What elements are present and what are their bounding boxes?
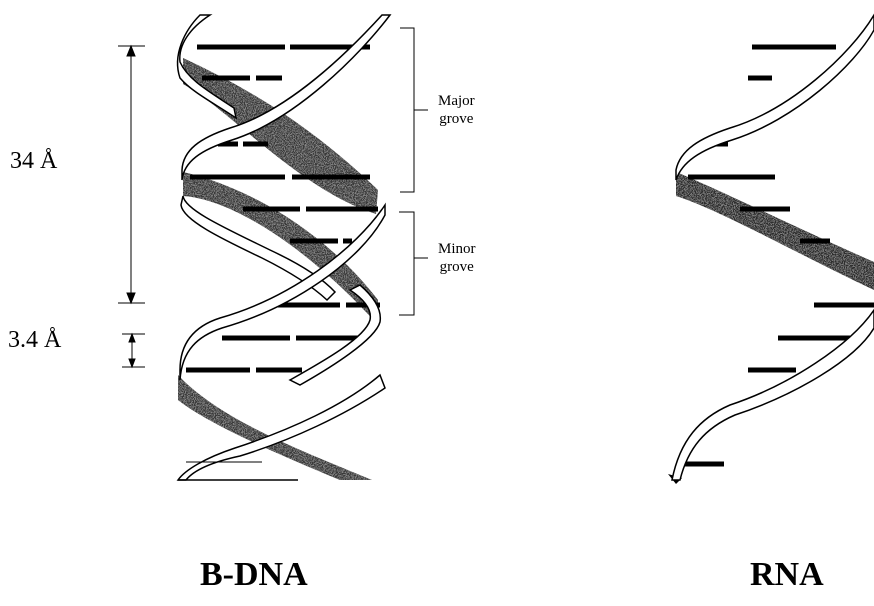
pitch-dimension xyxy=(118,46,145,303)
base-spacing-label: 3.4 Å xyxy=(8,327,61,354)
major-groove-bracket xyxy=(400,28,428,192)
minor-groove-label: Minor grove xyxy=(438,240,476,276)
rna-title: RNA xyxy=(750,556,824,594)
major-groove-line2: grove xyxy=(438,110,475,128)
major-groove-line1: Major xyxy=(438,92,475,110)
rna-helix xyxy=(668,15,874,484)
bdna-helix xyxy=(178,15,390,480)
spacing-dimension xyxy=(122,334,145,367)
helix-pitch-label: 34 Å xyxy=(10,148,57,175)
rna-front-strand xyxy=(672,15,874,480)
major-groove-label: Major grove xyxy=(438,92,475,128)
minor-groove-bracket xyxy=(399,212,428,315)
minor-groove-line2: grove xyxy=(438,258,476,276)
minor-groove-line1: Minor xyxy=(438,240,476,258)
bdna-title: B-DNA xyxy=(200,556,308,594)
bdna-back-strand xyxy=(178,58,378,480)
